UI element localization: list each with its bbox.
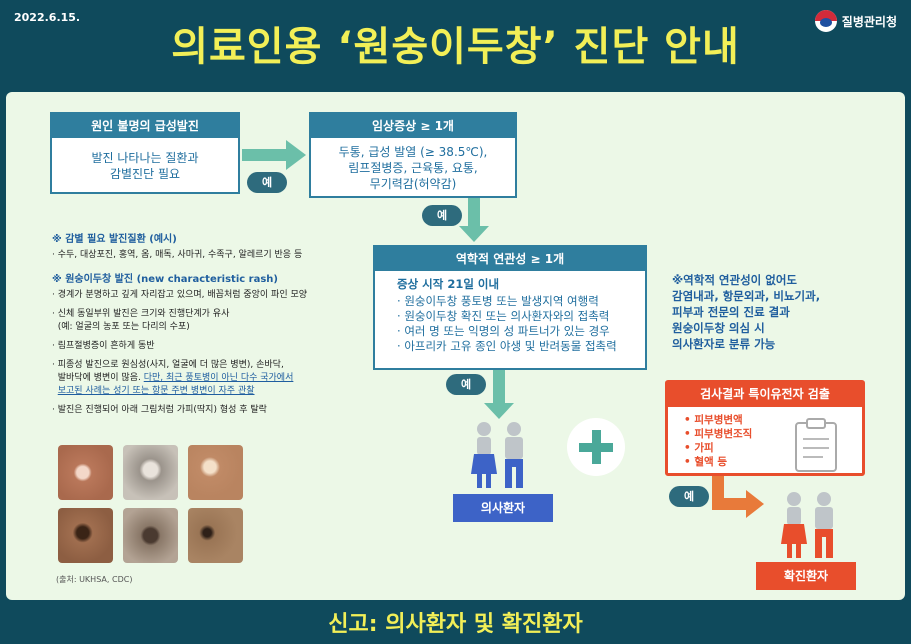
- list-item: • 피부병변조직: [684, 428, 753, 440]
- sec1-title: ※ 감별 필요 발진질환 (예시): [52, 234, 177, 245]
- arrow-down-2: [493, 370, 505, 405]
- note-line: 감염내과, 항문외과, 비뇨기과,: [672, 289, 821, 303]
- confirmed-people-icon: [781, 492, 833, 558]
- plus-icon: [567, 418, 625, 476]
- lesion-image: [188, 445, 243, 500]
- footer-banner: 신고: 의사환자 및 확진환자: [0, 600, 911, 644]
- list-item: · 원숭이두창 확진 또는 의사환자와의 접촉력: [397, 309, 610, 323]
- box-acute-rash-line1: 발진 나타나는 질환과: [91, 151, 199, 165]
- agency-logo: 질병관리청: [814, 10, 897, 32]
- box-clinical-line3: 무기력감(허약감): [369, 177, 457, 191]
- sec2-title: ※ 원숭이두창 발진 (new characteristic rash): [52, 274, 278, 285]
- lab-result-list: • 피부병변액 • 피부병변조직 • 가피 • 혈액 등: [668, 407, 862, 469]
- epi-note: ※역학적 연관성이 없어도 감염내과, 항문외과, 비뇨기과, 피부과 전문의 …: [672, 272, 882, 352]
- lesion-image: [58, 445, 113, 500]
- suspect-people-icon: [471, 422, 523, 488]
- lesion-image: [188, 508, 243, 563]
- image-credit: (출처: UKHSA, CDC): [56, 575, 133, 584]
- arrow-right-head: [286, 140, 306, 170]
- list-item: · 원숭이두창 풍토병 또는 발생지역 여행력: [397, 294, 599, 308]
- box-acute-rash-body: 발진 나타나는 질환과 감별진단 필요: [52, 138, 238, 182]
- confirmed-patient-label: 확진환자: [756, 562, 856, 590]
- lab-result-title: 검사결과 특이유전자 검출: [668, 383, 862, 407]
- list-item: · 수두, 대상포진, 홍역, 옴, 매독, 사마귀, 수족구, 알레르기 반응…: [52, 250, 303, 260]
- note-line: ※역학적 연관성이 없어도: [672, 273, 797, 287]
- box-acute-rash-title: 원인 불명의 급성발진: [52, 114, 238, 138]
- box-clinical-title: 임상증상 ≥ 1개: [311, 114, 515, 138]
- box-clinical-symptoms: 임상증상 ≥ 1개 두통, 급성 발열 (≥ 38.5℃), 림프절병증, 근육…: [309, 112, 517, 198]
- taegeuk-icon: [814, 10, 837, 32]
- list-item: • 혈액 등: [684, 456, 728, 468]
- note-line: 의사환자로 분류 가능: [672, 337, 776, 351]
- list-item: · 신체 동일부위 발진은 크기와 진행단계가 유사 (예: 얼굴의 농포 또는…: [52, 309, 230, 332]
- lesion-image: [123, 508, 178, 563]
- page-title: 의료인용 ‘원숭이두창’ 진단 안내: [171, 24, 740, 70]
- arrow-down-2-head: [484, 403, 514, 419]
- rash-info: ※ 감별 필요 발진질환 (예시) · 수두, 대상포진, 홍역, 옴, 매독,…: [52, 230, 352, 423]
- list-item: · 발진은 진행되어 아래 그림처럼 가피(딱지) 형성 후 탈락: [52, 405, 267, 415]
- box-epi-body: 증상 시작 21일 이내 · 원숭이두창 풍토병 또는 발생지역 여행력 · 원…: [375, 271, 645, 354]
- box-acute-rash-line2: 감별진단 필요: [109, 167, 181, 181]
- box-clinical-line2: 림프절병증, 근육통, 요통,: [348, 161, 478, 175]
- list-item: • 가피: [684, 442, 714, 454]
- note-line: 피부과 전문의 진료 결과: [672, 305, 790, 319]
- agency-name: 질병관리청: [841, 14, 897, 29]
- lesion-image: [58, 508, 113, 563]
- box-epi-title: 역학적 연관성 ≥ 1개: [375, 247, 645, 271]
- footer-text: 신고: 의사환자 및 확진환자: [328, 612, 583, 637]
- list-item: · 경계가 분명하고 깊게 자리잡고 있으며, 배꼽처럼 중앙이 파인 모양: [52, 290, 308, 300]
- lesion-image: [123, 445, 178, 500]
- arrow-elbow-head: [746, 490, 764, 518]
- date: 2022.6.15.: [14, 11, 81, 24]
- arrow-down-1: [468, 198, 480, 228]
- box-acute-rash: 원인 불명의 급성발진 발진 나타나는 질환과 감별진단 필요: [50, 112, 240, 194]
- suspect-patient-label: 의사환자: [453, 494, 553, 522]
- list-item: · 피종성 발진으로 원심성(사지, 얼굴에 더 많은 병변), 손바닥, 발바…: [52, 360, 294, 396]
- yes-badge: 예: [669, 486, 709, 507]
- note-line: 원숭이두창 의심 시: [672, 321, 765, 335]
- list-item: · 림프절병증이 흔하게 동반: [52, 341, 155, 351]
- arrow-elbow-horizontal: [712, 498, 748, 510]
- box-clinical-line1: 두통, 급성 발열 (≥ 38.5℃),: [338, 145, 488, 159]
- yes-badge: 예: [446, 374, 486, 395]
- clipboard-icon: [795, 418, 837, 472]
- lab-result-box: 검사결과 특이유전자 검출 • 피부병변액 • 피부병변조직 • 가피 • 혈액…: [665, 380, 865, 476]
- yes-badge: 예: [422, 205, 462, 226]
- list-item: · 아프리카 고유 종인 야생 및 반려동물 접촉력: [397, 339, 617, 353]
- box-epidemiological: 역학적 연관성 ≥ 1개 증상 시작 21일 이내 · 원숭이두창 풍토병 또는…: [373, 245, 647, 370]
- list-item: • 피부병변액: [684, 414, 743, 426]
- box-clinical-body: 두통, 급성 발열 (≥ 38.5℃), 림프절병증, 근육통, 요통, 무기력…: [311, 138, 515, 192]
- arrow-down-1-head: [459, 226, 489, 242]
- box-epi-subtitle: 증상 시작 21일 이내: [397, 277, 500, 291]
- header: 2022.6.15. 의료인용 ‘원숭이두창’ 진단 안내 질병관리청: [0, 0, 911, 92]
- arrow-right: [242, 149, 286, 161]
- yes-badge: 예: [247, 172, 287, 193]
- list-item: · 여러 명 또는 익명의 성 파트너가 있는 경우: [397, 324, 610, 338]
